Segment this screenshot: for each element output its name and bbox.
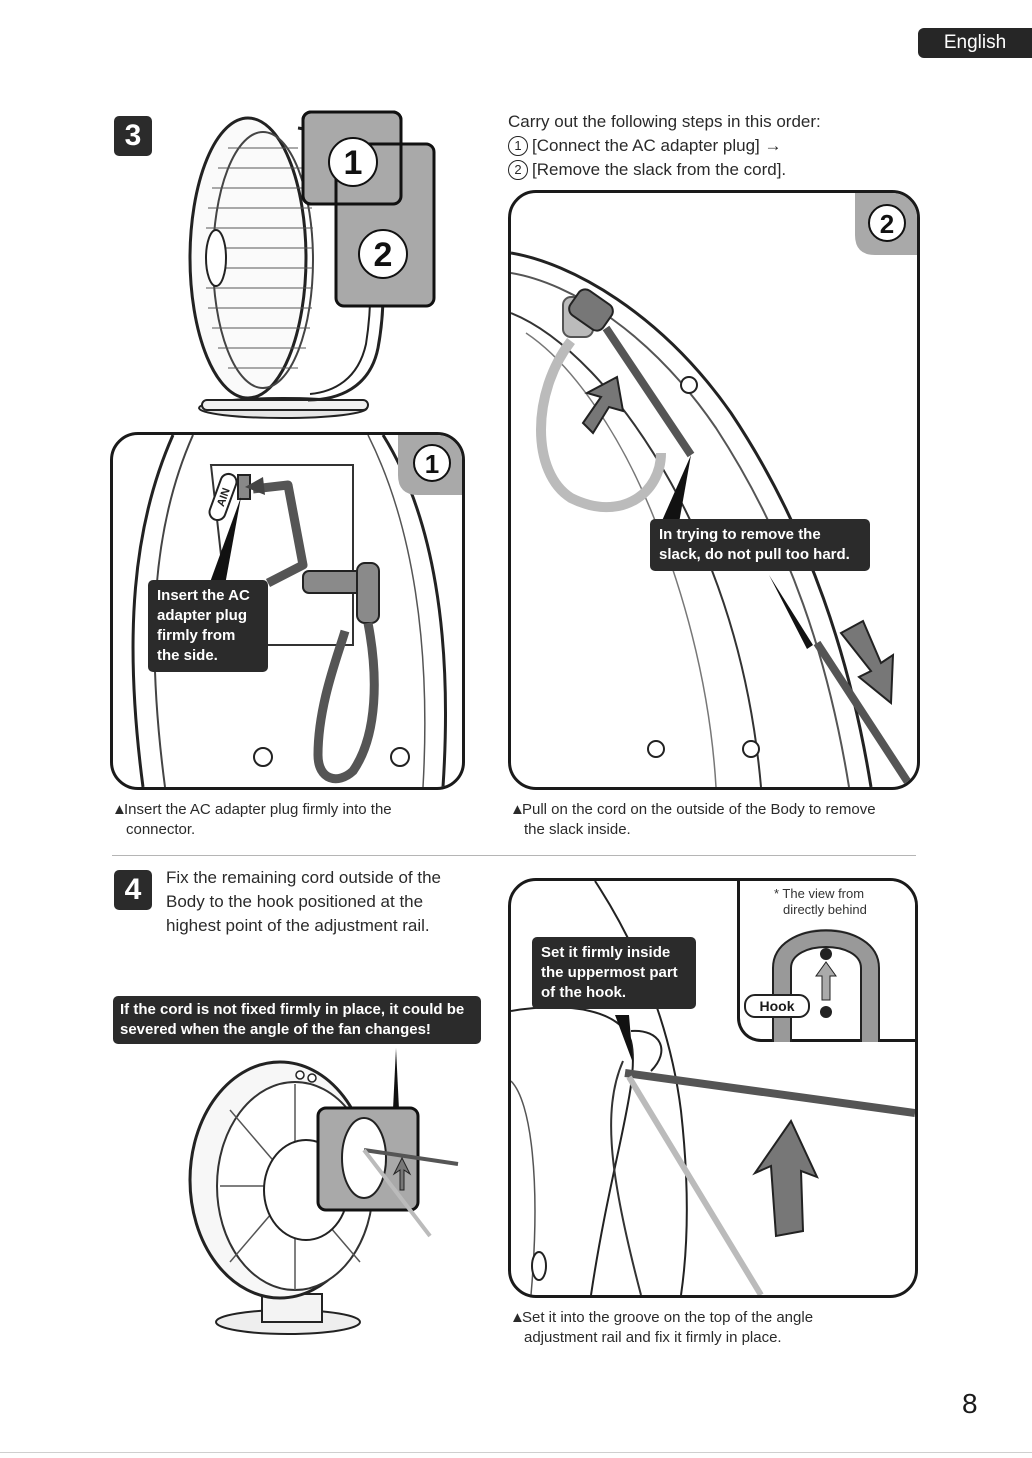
- callout-set-hook: Set it firmly inside the uppermost part …: [532, 937, 696, 1009]
- inset-note-line: * The view from: [774, 886, 865, 901]
- fan-label-1: 1: [344, 144, 363, 182]
- fan-label-2: 2: [374, 236, 393, 274]
- instructions-line: Fix the remaining cord outside of the: [166, 868, 441, 887]
- caption-line: Insert the AC adapter plug firmly into t…: [124, 801, 392, 818]
- instructions-intro: Carry out the following steps in this or…: [508, 112, 821, 131]
- instructions-line: highest point of the adjustment rail.: [166, 916, 430, 935]
- warning-line: If the cord is not fixed firmly in place…: [120, 1001, 465, 1018]
- panel-number-1: 1: [425, 449, 439, 479]
- instructions-item-2: 2[Remove the slack from the cord].: [508, 158, 908, 182]
- callout-line: the uppermost part: [541, 964, 678, 981]
- connector-illustration: AIN: [131, 435, 447, 787]
- panel-remove-slack: In trying to remove the slack, do not pu…: [508, 190, 920, 790]
- panel-number-corner: 1: [398, 435, 462, 495]
- callout-line: Insert the AC: [157, 587, 250, 604]
- caption-marker: ▲: [510, 1309, 525, 1326]
- slack-illustration: [511, 251, 915, 787]
- callout-line: adapter plug: [157, 607, 248, 624]
- step-3-instructions: Carry out the following steps in this or…: [508, 110, 908, 182]
- caption-marker: ▲: [112, 801, 127, 818]
- section-divider: [112, 855, 916, 856]
- callout-line: In trying to remove the: [659, 526, 821, 543]
- circled-number-1: 1: [508, 136, 528, 156]
- hook-rear-illustration: [772, 929, 880, 1042]
- callout-line: firmly from: [157, 627, 236, 644]
- page-bottom-rule: [0, 1452, 1032, 1453]
- language-tab: English: [918, 28, 1032, 58]
- instructions-item-1-text: [Connect the AC adapter plug] →: [532, 136, 782, 155]
- caption-line: connector.: [126, 821, 196, 838]
- fan-front-illustration: [188, 1048, 459, 1335]
- circled-number-2: 2: [508, 160, 528, 180]
- step-4-instructions: Fix the remaining cord outside of the Bo…: [166, 866, 486, 938]
- caption-pull-cord: ▲Pull on the cord on the outside of the …: [510, 800, 930, 840]
- caption-set-groove: ▲Set it into the groove on the top of th…: [510, 1308, 920, 1348]
- page-number: 8: [962, 1388, 978, 1419]
- panel-number-corner: 2: [855, 193, 917, 255]
- caption-line: Pull on the cord on the outside of the B…: [522, 801, 876, 818]
- inset-note: * The view from directly behind: [774, 886, 867, 918]
- instructions-item-2-text: [Remove the slack from the cord].: [532, 160, 787, 179]
- panel-hook-detail: * The view from directly behind Hook Set…: [508, 878, 918, 1298]
- instructions-line: Body to the hook positioned at the: [166, 892, 424, 911]
- fan-back-illustration: 1 2: [188, 110, 436, 419]
- inset-rear-view: * The view from directly behind Hook: [737, 881, 915, 1042]
- callout-line: slack, do not pull too hard.: [659, 546, 850, 563]
- caption-insert-plug: ▲Insert the AC adapter plug firmly into …: [112, 800, 492, 840]
- warning-callout: If the cord is not fixed firmly in place…: [113, 996, 481, 1044]
- caption-line: adjustment rail and fix it firmly in pla…: [524, 1329, 782, 1346]
- step-3-badge: 3: [114, 116, 152, 156]
- caption-line: Set it into the groove on the top of the…: [522, 1309, 814, 1326]
- callout-insert-plug: Insert the AC adapter plug firmly from t…: [148, 580, 268, 672]
- callout-line: Set it firmly inside: [541, 944, 671, 961]
- callout-dont-pull-hard: In trying to remove the slack, do not pu…: [650, 519, 870, 571]
- inset-note-line: directly behind: [783, 902, 867, 917]
- caption-line: the slack inside.: [524, 821, 631, 838]
- callout-line: the side.: [157, 647, 218, 664]
- panel-connect-adapter: AIN Insert the AC adapter plug firmly fr…: [110, 432, 465, 790]
- instructions-item-1: 1[Connect the AC adapter plug] →: [508, 134, 908, 158]
- warning-line: severed when the angle of the fan change…: [120, 1021, 431, 1038]
- caption-marker: ▲: [510, 801, 525, 818]
- hook-label: Hook: [744, 994, 810, 1018]
- panel-number-2: 2: [880, 209, 894, 239]
- step-4-badge: 4: [114, 870, 152, 910]
- callout-line: of the hook.: [541, 984, 626, 1001]
